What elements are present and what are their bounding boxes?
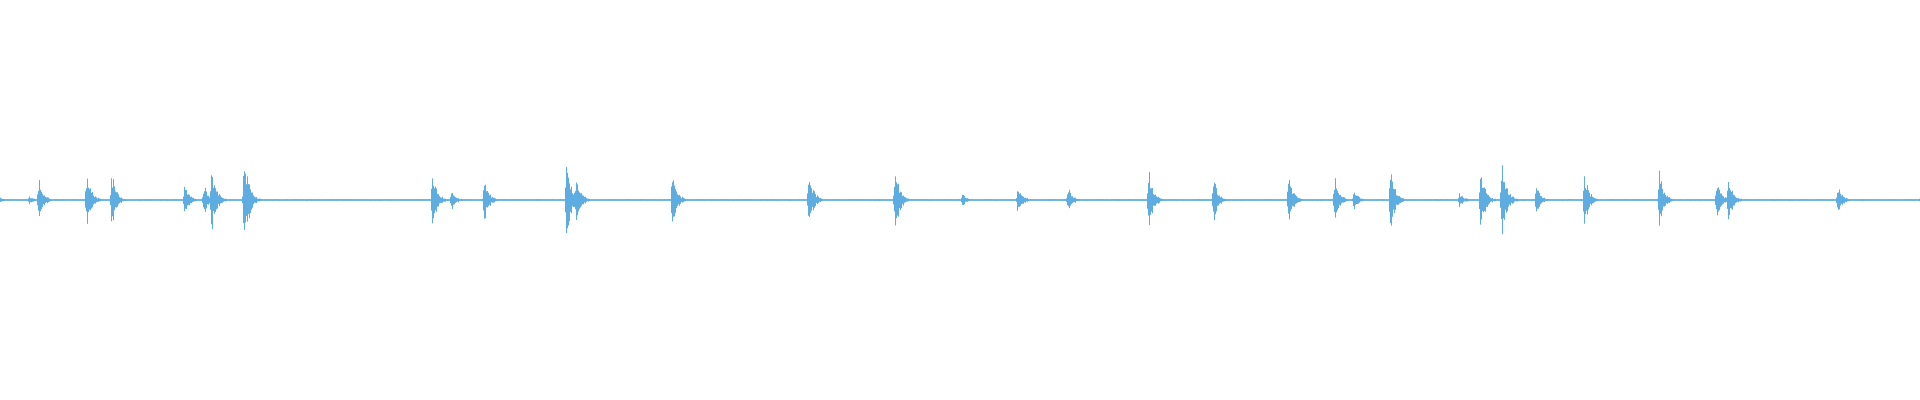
waveform-samples <box>0 165 1920 235</box>
